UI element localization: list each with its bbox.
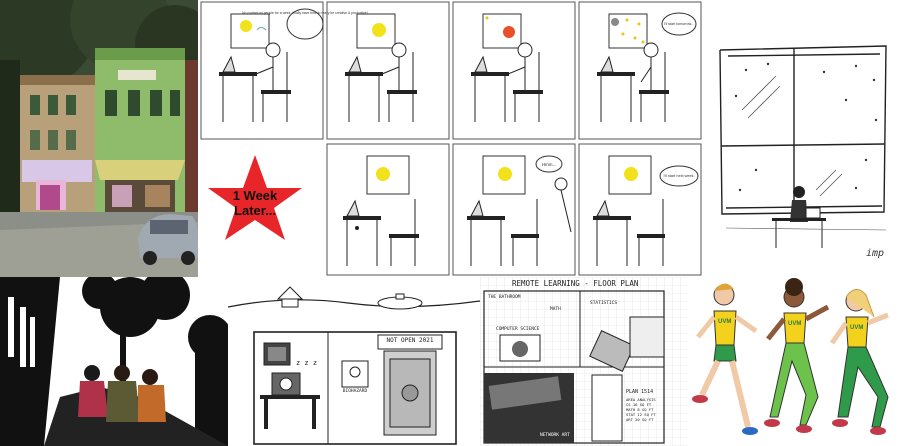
star-text-line2: Later... — [234, 203, 276, 218]
comic-panel-2 — [345, 13, 417, 122]
floor-plan-label-math: MATH — [550, 307, 561, 312]
bunker-sleep-text: z z z — [296, 359, 318, 367]
comic-panel-8 — [593, 155, 699, 266]
floor-plan-title: REMOTE LEARNING - FLOOR PLAN — [512, 279, 639, 288]
area-line: ART 20 SQ FT — [626, 417, 654, 422]
area-line: AREA ANALYSIS — [626, 397, 656, 402]
comic-panel-6 — [343, 155, 419, 266]
comic-panel-4 — [597, 12, 697, 122]
runners-illustration: UVM UVM UVM — [688, 277, 900, 446]
bunker-comic: NOT OPEN 2021 BIOHAZARD z z z — [228, 277, 480, 446]
window-sketch-signature: imp — [866, 248, 885, 259]
floor-plan-label-art: NETWORK ART — [540, 433, 570, 438]
star-text-line1: 1 Week — [233, 188, 278, 203]
comic-star-panel — [208, 155, 302, 240]
silhouette-street — [0, 277, 228, 446]
bunker-illustration — [228, 286, 480, 445]
floor-plan-label-cs: COMPUTER SCIENCE — [496, 327, 540, 332]
floor-plan-area-table: AREA ANALYSIS CS 16 SQ FT MATH 8 SQ FT S… — [626, 397, 656, 422]
runner-2-shirt-label: UVM — [788, 321, 802, 327]
area-line: MATH 8 SQ FT — [626, 407, 654, 412]
street-painting — [0, 0, 198, 277]
runner-1-shirt-label: UVM — [718, 319, 732, 325]
street-painting-illustration — [0, 0, 198, 277]
bunker-sign-text: NOT OPEN 2021 — [386, 337, 434, 344]
panel-4-bubble-text: I'll start tomorrow... — [664, 22, 694, 26]
panel-8-bubble-text: I'll start next week. — [663, 174, 694, 178]
floor-plan-label-bathroom: THE BATHROOM — [488, 295, 521, 300]
comic-strip: No contact w/ people for a week, finally… — [198, 0, 706, 277]
comic-panel-1 — [219, 8, 324, 122]
runners-drawing — [692, 278, 889, 435]
area-line: STAT 12 SQ FT — [626, 412, 656, 417]
panel-1-bubble-text: No contact w/ people for a week, finally… — [242, 11, 368, 15]
floor-plan-label-stats: STATISTICS — [590, 301, 618, 306]
runner-3-shirt-label: UVM — [850, 325, 864, 331]
comic-panel-3 — [471, 13, 543, 122]
comic-strip-illustration: No contact w/ people for a week, finally… — [200, 1, 702, 276]
floor-plan: REMOTE LEARNING - FLOOR PLAN THE BATHROO… — [480, 277, 688, 446]
floor-plan-label-plan: PLAN 1514 — [626, 389, 654, 395]
window-sketch-illustration — [719, 45, 887, 248]
panel-7-bubble-text: Hmm... — [542, 162, 557, 167]
window-sketch: imp — [706, 0, 900, 277]
silhouette-street-illustration — [0, 277, 228, 446]
area-line: CS 16 SQ FT — [626, 402, 652, 407]
comic-panel-7 — [467, 155, 572, 266]
bunker-hazard-label: BIOHAZARD — [342, 389, 368, 394]
floor-plan-illustration — [480, 277, 688, 446]
